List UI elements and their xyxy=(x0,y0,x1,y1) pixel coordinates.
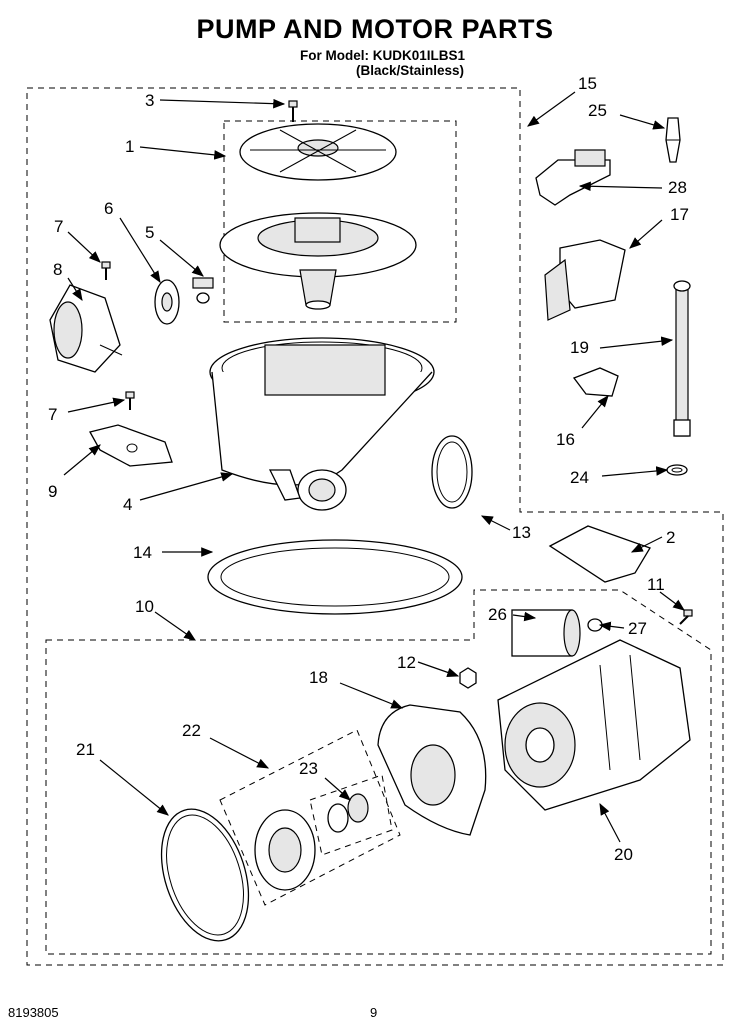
model-line: For Model: KUDK01ILBS1 xyxy=(300,48,466,63)
document-number: 8193805 xyxy=(8,1005,59,1020)
callout-13: 14 xyxy=(133,543,152,562)
callout-12: 13 xyxy=(512,523,531,542)
callout-11: 11 xyxy=(647,575,665,594)
callout-7-top: 7 xyxy=(54,217,63,236)
callout-4: 4 xyxy=(123,495,132,514)
screw-part-7-top xyxy=(101,261,111,280)
callout-23: 23 xyxy=(299,759,318,778)
page-number: 9 xyxy=(370,1005,378,1020)
callout-28: 28 xyxy=(668,178,687,197)
pump-housing-part-4 xyxy=(209,337,435,511)
callout-20: 20 xyxy=(614,845,633,864)
callout-22: 22 xyxy=(182,721,201,740)
diverter-disc-part-6 xyxy=(154,279,180,325)
hose-part-19 xyxy=(673,280,691,437)
pump-cover-part-18 xyxy=(377,704,487,836)
callout-5: 5 xyxy=(145,223,154,242)
callout-1: 1 xyxy=(125,137,134,156)
callout-7-bottom: 7 xyxy=(48,405,57,424)
callout-24: 24 xyxy=(570,468,589,487)
bracket-part-17 xyxy=(544,239,626,321)
callout-3: 3 xyxy=(145,91,154,110)
callout-27: 27 xyxy=(628,619,647,638)
seal-part-21 xyxy=(160,808,250,942)
callout-19: 19 xyxy=(570,338,589,357)
callout-15: 16 xyxy=(556,430,575,449)
clamp-part-24 xyxy=(666,464,688,476)
callout-25: 25 xyxy=(588,101,607,120)
page-title: PUMP AND MOTOR PARTS xyxy=(196,14,554,44)
callout-18: 18 xyxy=(309,668,328,687)
sensor-part-25 xyxy=(665,117,681,163)
group-boundary-23 xyxy=(309,774,393,856)
gasket-part-13 xyxy=(207,539,463,615)
callout-21: 21 xyxy=(76,740,95,759)
cover-plate-part-2 xyxy=(548,525,651,583)
screw-part-11 xyxy=(679,609,693,625)
motor-unit-part-8 xyxy=(49,284,123,373)
magnet-part-5 xyxy=(192,277,214,304)
pump-housing-cover-part-1 xyxy=(219,123,417,310)
screw-part-7-bottom xyxy=(125,391,135,410)
seal-part-12 xyxy=(431,435,473,509)
clip-part-15 xyxy=(572,367,619,397)
callout-26: 26 xyxy=(488,605,507,624)
group-boundary-main xyxy=(26,87,724,966)
nut-part-16 xyxy=(459,667,477,689)
cover-part-28 xyxy=(535,149,611,206)
callout-17: 17 xyxy=(670,205,689,224)
motor-part-20 xyxy=(497,639,691,811)
callout-10: 10 xyxy=(135,597,154,616)
washer-part-27 xyxy=(587,618,603,632)
callout-9: 9 xyxy=(48,482,57,501)
callout-2: 2 xyxy=(666,528,675,547)
callout-14: 15 xyxy=(578,74,597,93)
callout-8: 8 xyxy=(53,260,62,279)
bearing-part-23 xyxy=(327,793,369,833)
bracket-part-9 xyxy=(89,424,173,467)
capacitor-part-26 xyxy=(511,609,581,657)
group-boundary-22 xyxy=(219,729,401,906)
screw-part-3 xyxy=(288,100,298,122)
callout-16: 12 xyxy=(397,653,416,672)
callout-6: 6 xyxy=(104,199,113,218)
variant-line: (Black/Stainless) xyxy=(356,63,465,78)
impeller-part-22 xyxy=(254,809,316,891)
